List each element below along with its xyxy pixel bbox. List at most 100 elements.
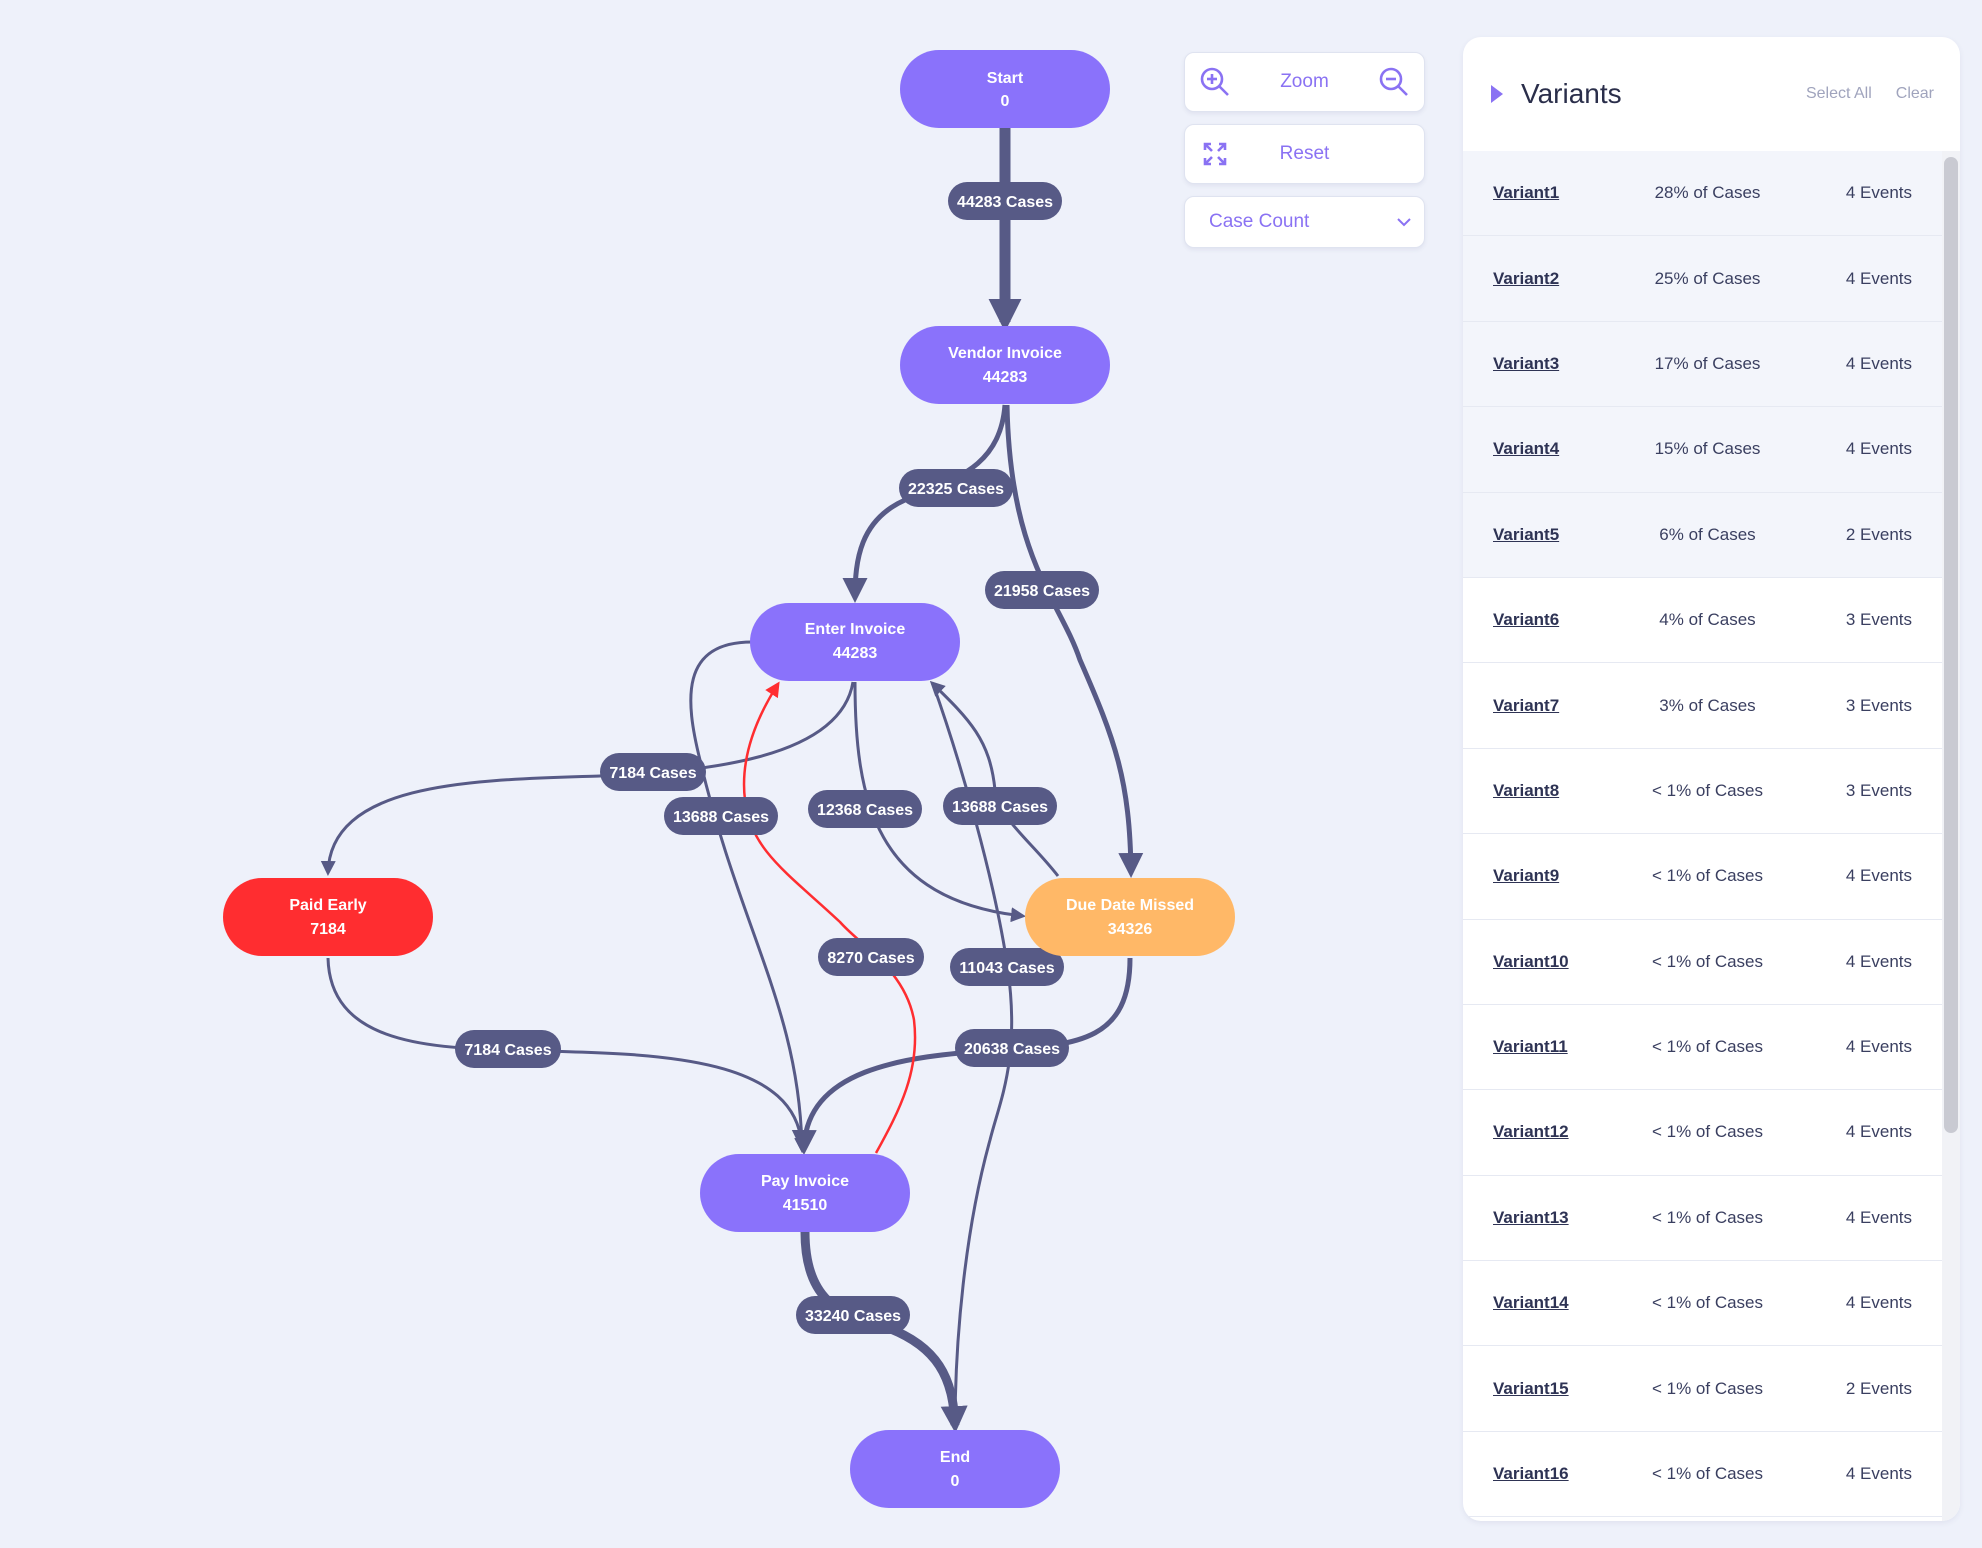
variant-name-link[interactable]: Variant7	[1493, 695, 1560, 715]
edge-label-e1[interactable]: 44283 Cases	[948, 182, 1062, 220]
edge-label-e9[interactable]: 11043 Cases	[950, 948, 1064, 986]
svg-text:44283: 44283	[833, 645, 878, 662]
reset-button[interactable]: Reset	[1184, 124, 1425, 184]
variant-case-share: < 1% of Cases	[1651, 951, 1764, 971]
edge-label-e11[interactable]: 20638 Cases	[955, 1029, 1069, 1067]
variant-name-link[interactable]: Variant16	[1493, 1464, 1569, 1484]
variant-event-count: 4 Events	[1845, 183, 1912, 203]
metric-select[interactable]: Case Count	[1184, 196, 1425, 248]
svg-text:12368 Cases: 12368 Cases	[817, 802, 913, 819]
edge-label-e8[interactable]: 8270 Cases	[818, 938, 924, 976]
variant-event-count: 3 Events	[1845, 780, 1912, 800]
variant-name-link[interactable]: Variant11	[1493, 1037, 1568, 1057]
variant-case-share: 4% of Cases	[1659, 610, 1756, 630]
variant-row[interactable]: Variant7 3% of Cases 3 Events	[1463, 663, 1942, 749]
variant-event-count: 4 Events	[1845, 1207, 1912, 1227]
node-paid-early[interactable]: Paid Early 7184	[223, 878, 433, 956]
edge-vendor-due[interactable]	[1004, 404, 1144, 878]
variant-name-link[interactable]: Variant4	[1493, 439, 1560, 459]
variant-name-link[interactable]: Variant12	[1493, 1122, 1569, 1142]
edge-label-e12[interactable]: 33240 Cases	[796, 1296, 910, 1334]
variant-case-share: 3% of Cases	[1659, 695, 1756, 715]
edge-paid-pay[interactable]	[326, 957, 810, 1153]
clear-button[interactable]: Clear	[1895, 85, 1934, 102]
node-end[interactable]: End 0	[850, 1430, 1060, 1508]
graph-edges	[320, 128, 1144, 1434]
variant-name-link[interactable]: Variant2	[1493, 268, 1560, 288]
variant-name-link[interactable]: Variant14	[1493, 1293, 1569, 1313]
variant-name-link[interactable]: Variant3	[1493, 353, 1560, 373]
node-enter-invoice[interactable]: Enter Invoice 44283	[750, 603, 960, 681]
zoom-in-icon[interactable]	[1185, 52, 1245, 112]
collapse-triangle-icon[interactable]	[1491, 85, 1503, 103]
chevron-down-icon	[1384, 217, 1424, 227]
edge-due-enter[interactable]	[929, 680, 1060, 877]
edge-labels: 44283 Cases 22325 Cases 21958 Cases 7184…	[455, 182, 1099, 1334]
edge-label-e6[interactable]: 12368 Cases	[808, 790, 922, 828]
edge-label-e3[interactable]: 21958 Cases	[985, 571, 1099, 609]
edge-label-e10[interactable]: 7184 Cases	[455, 1030, 561, 1068]
svg-text:Enter Invoice: Enter Invoice	[805, 621, 906, 638]
svg-text:7184 Cases: 7184 Cases	[609, 765, 696, 782]
node-due-date-missed[interactable]: Due Date Missed 34326	[1025, 878, 1235, 956]
variant-event-count: 4 Events	[1845, 1464, 1912, 1484]
edge-label-e4[interactable]: 7184 Cases	[600, 753, 706, 791]
variant-name-link[interactable]: Variant8	[1493, 780, 1560, 800]
edge-label-e5[interactable]: 13688 Cases	[664, 797, 778, 835]
scrollbar-thumb[interactable]	[1944, 157, 1958, 1133]
node-pay-invoice[interactable]: Pay Invoice 41510	[700, 1154, 910, 1232]
variant-name-link[interactable]: Variant1	[1493, 183, 1560, 203]
variant-case-share: < 1% of Cases	[1651, 866, 1764, 886]
edge-enter-due[interactable]	[853, 681, 1026, 923]
zoom-out-icon[interactable]	[1364, 52, 1424, 112]
edge-enter-pay[interactable]	[689, 640, 810, 1153]
variant-name-link[interactable]: Variant5	[1493, 524, 1560, 544]
svg-text:44283 Cases: 44283 Cases	[957, 194, 1053, 211]
svg-text:41510: 41510	[783, 1197, 828, 1214]
variant-row[interactable]: Variant9 < 1% of Cases 4 Events	[1463, 834, 1942, 920]
reset-label: Reset	[1279, 143, 1330, 164]
variant-event-count: 4 Events	[1845, 1122, 1912, 1142]
variant-event-count: 3 Events	[1845, 695, 1912, 715]
variant-name-link[interactable]: Variant13	[1493, 1207, 1569, 1227]
svg-text:Due Date Missed: Due Date Missed	[1066, 897, 1194, 914]
variant-event-count: 4 Events	[1845, 439, 1912, 459]
select-all-button[interactable]: Select All	[1805, 85, 1872, 102]
variant-event-count: 4 Events	[1845, 866, 1912, 886]
svg-text:8270 Cases: 8270 Cases	[827, 950, 914, 967]
edge-enter-paid[interactable]	[320, 681, 855, 876]
variant-event-count: 4 Events	[1845, 1293, 1912, 1313]
process-graph[interactable]: 44283 Cases 22325 Cases 21958 Cases 7184…	[0, 0, 1440, 1548]
svg-text:7184 Cases: 7184 Cases	[464, 1042, 551, 1059]
zoom-label: Zoom	[1280, 71, 1329, 92]
svg-text:0: 0	[1001, 93, 1010, 110]
node-start[interactable]: Start 0	[900, 50, 1110, 128]
variant-event-count: 2 Events	[1845, 1378, 1912, 1398]
edge-pay-enter[interactable]	[742, 681, 917, 1154]
variant-name-link[interactable]: Variant6	[1493, 610, 1560, 630]
variant-name-link[interactable]: Variant15	[1493, 1378, 1569, 1398]
svg-text:44283: 44283	[983, 369, 1028, 386]
variants-scrollbar[interactable]	[1942, 151, 1960, 1521]
variants-header: Variants Select All Clear	[1463, 37, 1960, 151]
variant-name-link[interactable]: Variant10	[1493, 951, 1569, 971]
variant-name-link[interactable]: Variant9	[1493, 866, 1560, 886]
edge-label-e2[interactable]: 22325 Cases	[899, 469, 1013, 507]
node-vendor-invoice[interactable]: Vendor Invoice 44283	[900, 326, 1110, 404]
edge-label-e7[interactable]: 13688 Cases	[943, 787, 1057, 825]
variant-case-share: < 1% of Cases	[1651, 1037, 1764, 1057]
